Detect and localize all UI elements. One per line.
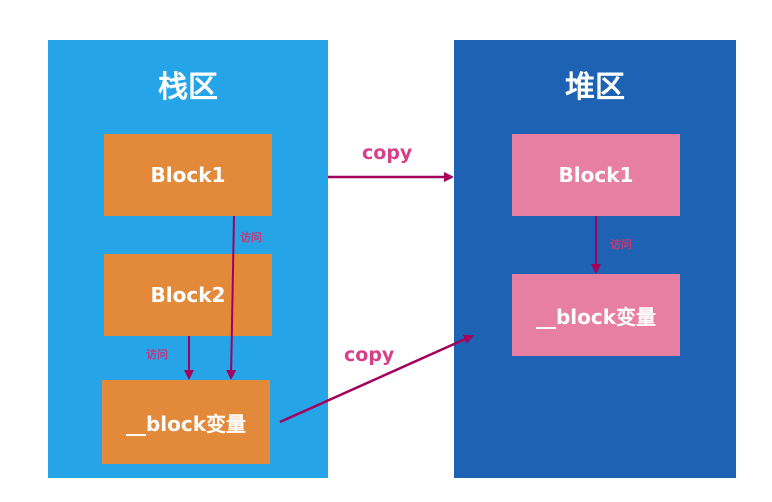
access-label-block2: 访问 bbox=[146, 348, 168, 361]
heap-block-variable-label: __block变量 bbox=[535, 304, 657, 329]
copy-label-top: copy bbox=[362, 142, 413, 164]
stack-block1-label: Block1 bbox=[150, 163, 226, 187]
heap-region: 堆区 bbox=[454, 40, 736, 478]
heap-block-variable-box: __block变量 bbox=[512, 274, 680, 356]
copy-label-bottom: copy bbox=[344, 344, 395, 366]
stack-block2-label: Block2 bbox=[150, 283, 226, 307]
access-label-block1: 访问 bbox=[240, 231, 262, 244]
heap-block1-label: Block1 bbox=[558, 163, 634, 187]
stack-block2-box: Block2 bbox=[104, 254, 272, 336]
stack-block1-box: Block1 bbox=[104, 134, 272, 216]
stack-region-title: 栈区 bbox=[158, 70, 218, 105]
stack-block-variable-box: __block变量 bbox=[102, 380, 270, 464]
access-label-heap: 访问 bbox=[610, 238, 632, 251]
heap-block1-box: Block1 bbox=[512, 134, 680, 216]
heap-region-title: 堆区 bbox=[565, 70, 625, 105]
stack-block-variable-label: __block变量 bbox=[125, 411, 247, 436]
